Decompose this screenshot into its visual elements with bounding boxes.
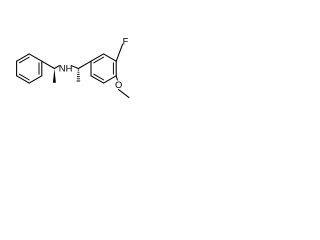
oxygen-label: O — [115, 79, 122, 90]
ring-bond — [28, 53, 43, 62]
nh-label: NH — [59, 62, 73, 73]
f-label-mask — [122, 35, 130, 47]
nh-label-mask — [58, 62, 73, 74]
stereocenter-to-nh-bond — [53, 65, 60, 70]
ring-bond — [90, 53, 105, 62]
methyl-hash-bond — [76, 69, 81, 82]
stereocenter-to-ring-bond — [77, 60, 92, 70]
ring-bond — [16, 53, 30, 62]
fluorine-label: F — [123, 35, 129, 46]
ring-to-stereocenter-bond — [41, 60, 55, 70]
ring-bond — [28, 75, 43, 84]
c-f-bond — [115, 43, 124, 62]
left-stereocenter — [41, 60, 60, 83]
methyl-wedge-bond — [52, 68, 56, 83]
o-methyl-bond — [118, 89, 130, 99]
ring-double-bond — [18, 73, 30, 81]
ring-double-bond — [18, 56, 30, 64]
ring-double-bond — [93, 56, 105, 64]
c-o-bond — [115, 75, 118, 81]
right-stereocenter — [71, 60, 92, 82]
molecule-structure: NH F O — [16, 35, 130, 99]
ring-bond — [16, 75, 30, 84]
ring-bond — [103, 53, 117, 62]
ring-bond — [90, 75, 105, 84]
fluoro-methoxy-phenyl-ring — [90, 53, 117, 84]
ring-double-bond — [93, 73, 105, 81]
nh-to-stereocenter-bond — [71, 65, 79, 70]
o-label-mask — [114, 79, 123, 90]
ring-bond — [103, 75, 117, 84]
phenyl-ring — [16, 53, 43, 84]
